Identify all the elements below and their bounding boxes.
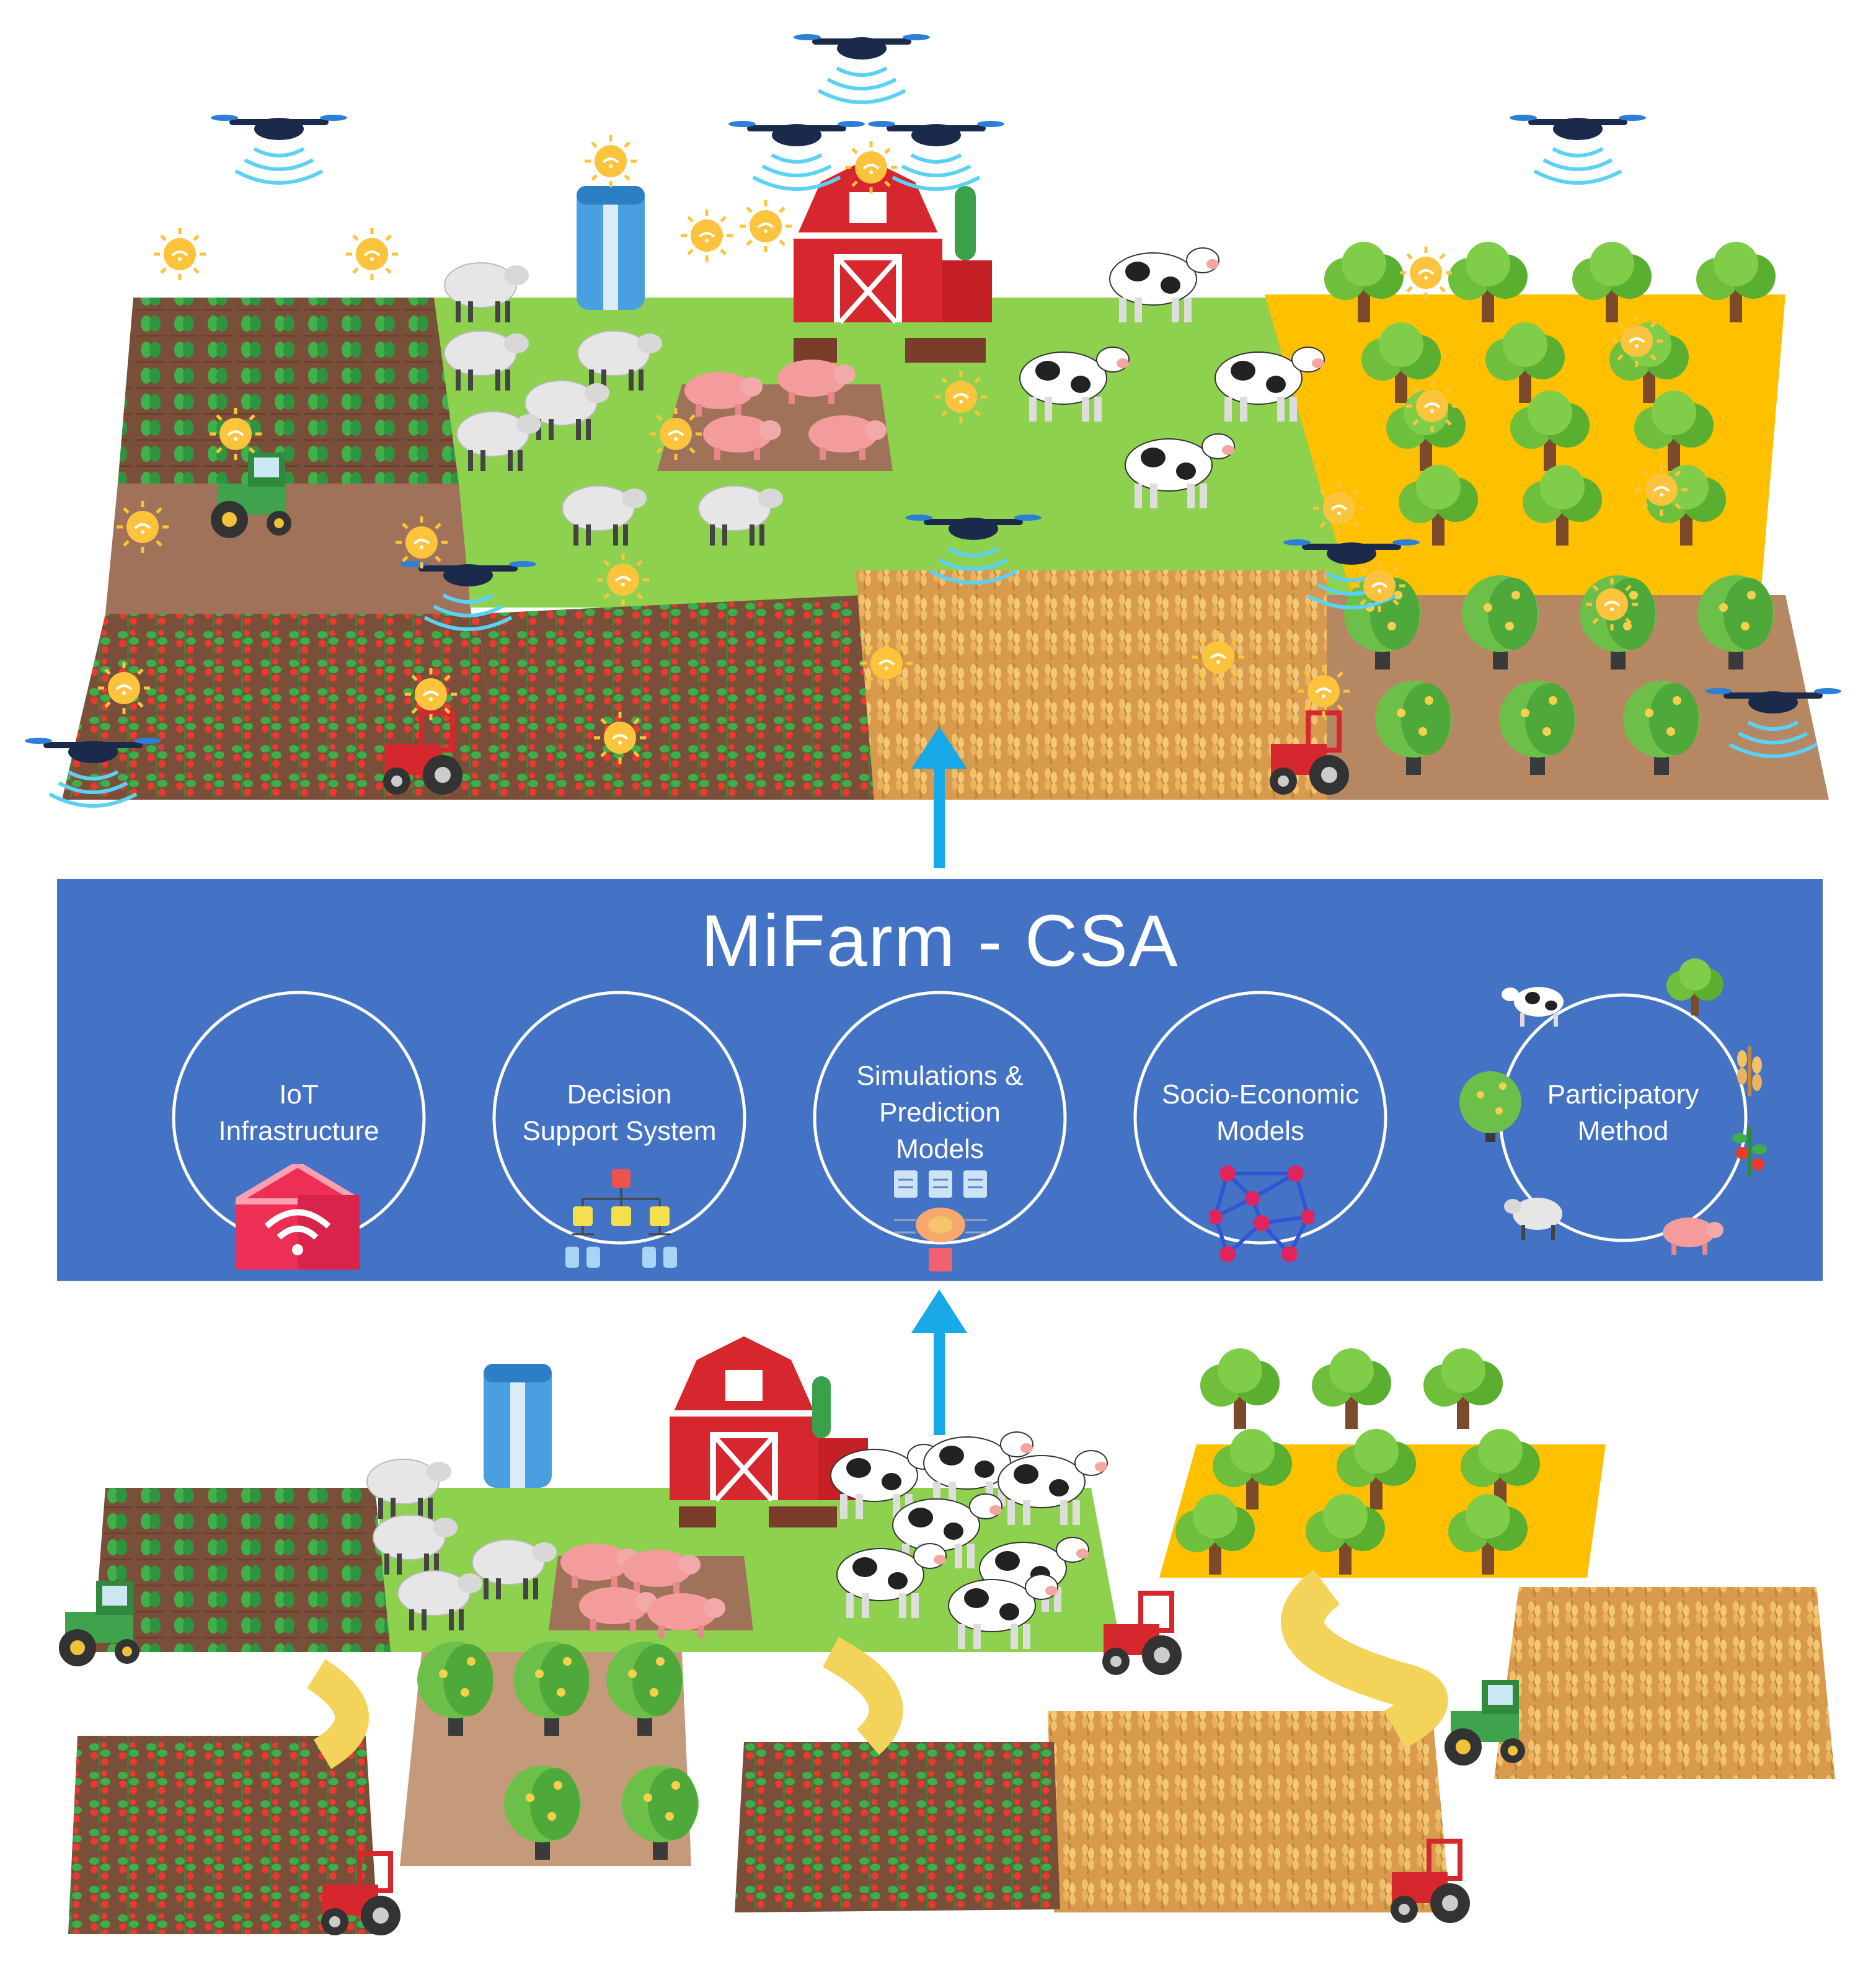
smart-farm-top [25, 34, 1841, 806]
panel-title: MiFarm - CSA [701, 900, 1179, 982]
arrow-up-top [911, 727, 967, 868]
tomato-plant-icon [1732, 1127, 1767, 1177]
traditional-farm-bottom [59, 1333, 1835, 1935]
wheat-icon [1737, 1046, 1762, 1096]
module-circle-simulations [813, 991, 1067, 1245]
pig-icon [1663, 1218, 1723, 1255]
module-circle-socio [1133, 991, 1387, 1245]
hierarchy-tree-icon [565, 1169, 677, 1268]
module-circles [172, 991, 1748, 1245]
network-graph-icon [1209, 1165, 1314, 1262]
fruit-tree-icon [1459, 1071, 1521, 1142]
smart-home-wifi-icon [236, 1164, 360, 1270]
ai-brain-documents-icon [894, 1170, 987, 1271]
cow-icon [1502, 987, 1564, 1027]
tree-icon [1666, 958, 1723, 1015]
sheep-icon [1504, 1198, 1562, 1240]
module-circle-dss [492, 991, 746, 1245]
farm-cycle-icon [1459, 958, 1767, 1255]
arrow-up-bottom [911, 1289, 967, 1435]
